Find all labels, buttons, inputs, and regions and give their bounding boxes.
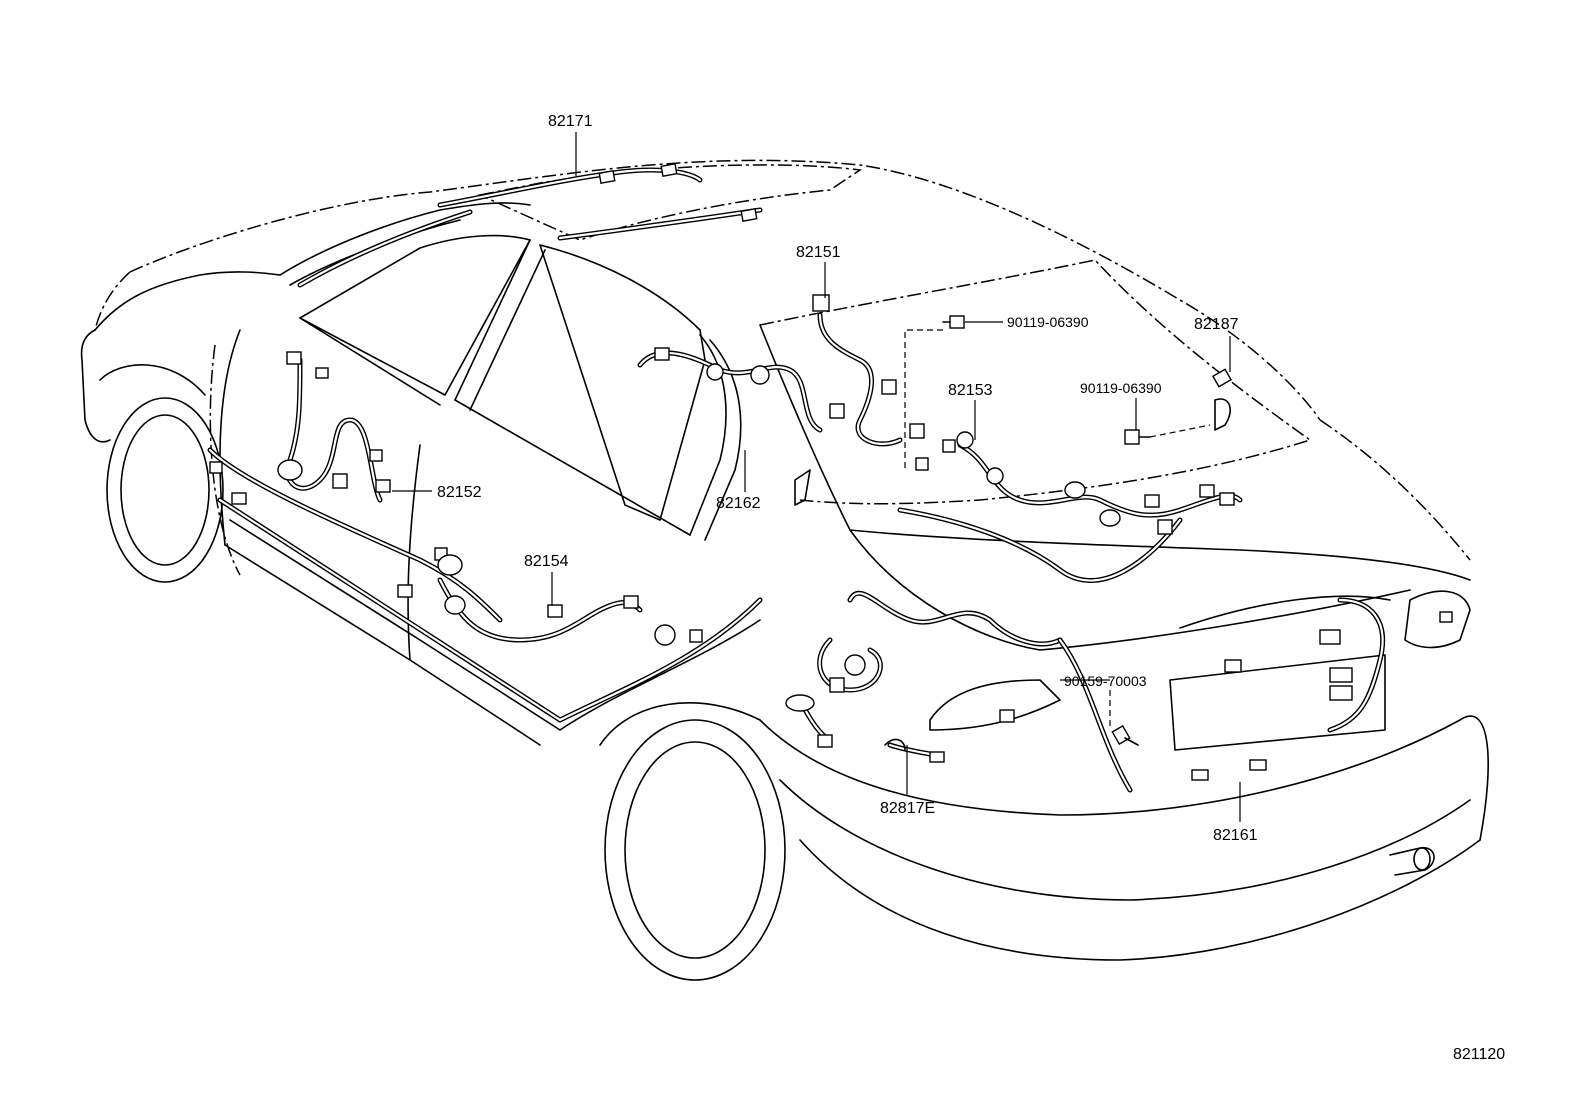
callout-82161: 82161 xyxy=(1213,827,1258,844)
car-body xyxy=(80,159,1489,981)
bolt-icon xyxy=(942,315,965,329)
wire-harnesses xyxy=(207,167,1386,793)
diagram-code: 821120 xyxy=(1453,1046,1505,1063)
callout-82153: 82153 xyxy=(948,382,993,399)
callout-82817E: 82817E xyxy=(880,800,935,817)
callout-82152: 82152 xyxy=(437,484,482,501)
callout-82187: 82187 xyxy=(1194,316,1239,333)
callout-90119-06390-top: 90119-06390 xyxy=(1007,314,1089,330)
callout-82171: 82171 xyxy=(548,113,593,130)
bolt-icon xyxy=(1124,429,1151,445)
callout-90119-06390-mid: 90119-06390 xyxy=(1080,380,1162,396)
callout-82154: 82154 xyxy=(524,553,569,570)
connectors xyxy=(209,163,1453,781)
callout-90159-70003: 90159-70003 xyxy=(1064,673,1147,689)
callout-labels: 82171 82151 90119-06390 82187 82153 9011… xyxy=(437,113,1505,1063)
callout-82151: 82151 xyxy=(796,244,841,261)
leader-lines xyxy=(392,132,1241,822)
callout-82162: 82162 xyxy=(716,495,761,512)
screw-icon xyxy=(1111,724,1139,746)
